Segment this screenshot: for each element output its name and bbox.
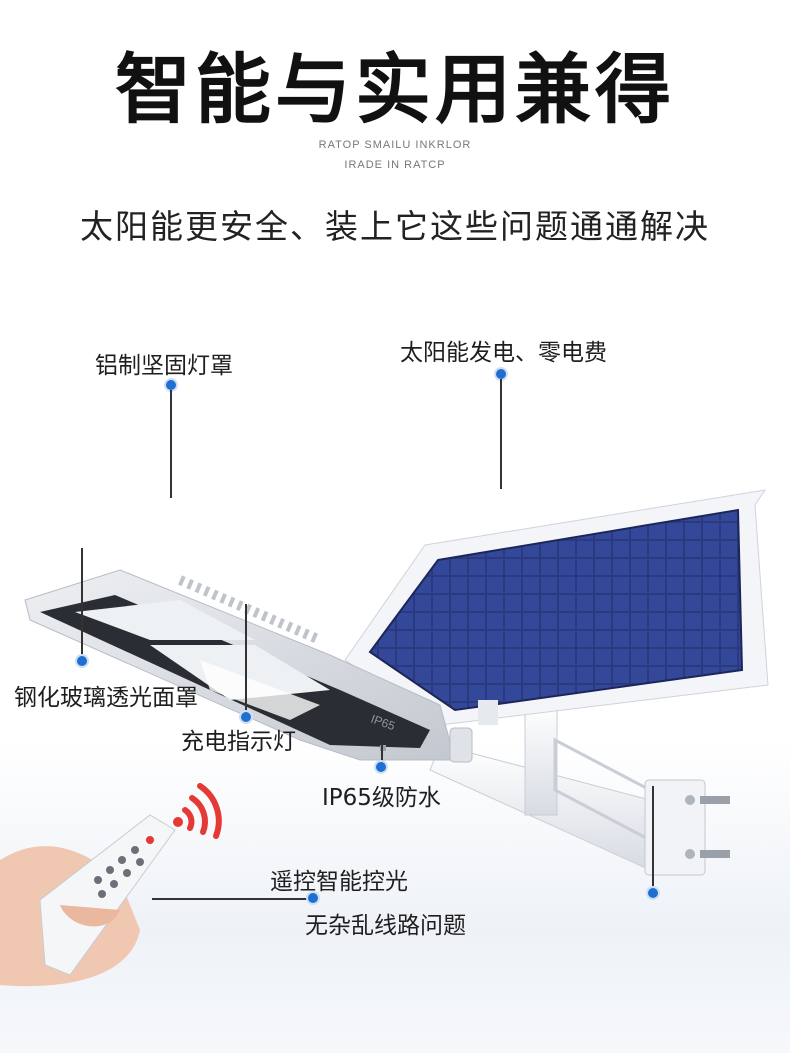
callout-line-waterproof — [381, 744, 383, 764]
callout-charge-indicator: 充电指示灯 — [181, 729, 296, 755]
callout-dot-indicator — [241, 712, 251, 722]
remote-buttons — [94, 836, 154, 898]
callout-line-bracket — [652, 786, 654, 890]
subtitle-en-line1: RATOP SMAILU INKRLOR — [318, 139, 472, 151]
solar-street-light-illustration: IP65 — [0, 489, 769, 987]
mounting-bracket — [429, 704, 730, 876]
callout-line-indicator — [245, 604, 247, 716]
callout-line-solar — [500, 379, 502, 489]
callout-waterproof: IP65级防水 — [322, 785, 441, 811]
page-title: 智能与实用兼得 — [115, 45, 675, 134]
lamp-head: IP65 — [24, 569, 473, 763]
callout-dot-remote — [308, 893, 318, 903]
tagline: 太阳能更安全、装上它这些问题通通解决 — [80, 207, 710, 246]
callout-remote-line2: 无杂乱线路问题 — [305, 913, 466, 939]
callout-line-glass — [81, 548, 83, 658]
callout-line-aluminum — [170, 390, 172, 498]
callout-line-remote — [152, 898, 312, 900]
callout-aluminum-shell: 铝制坚固灯罩 — [95, 353, 233, 379]
callout-dot-bracket — [648, 888, 658, 898]
subtitle-en-line2: IRADE IN RATCP — [344, 159, 446, 171]
solar-panel — [344, 489, 769, 726]
signal-waves-icon — [173, 783, 222, 839]
hand-with-remote — [0, 814, 176, 987]
callout-remote-line1: 遥控智能控光 — [270, 869, 408, 895]
callout-solar-power: 太阳能发电、零电费 — [400, 340, 607, 366]
callout-tempered-glass: 钢化玻璃透光面罩 — [14, 685, 198, 711]
callout-dot-aluminum — [166, 380, 176, 390]
callout-dot-waterproof — [376, 762, 386, 772]
callout-dot-glass — [77, 656, 87, 666]
callout-dot-solar — [496, 369, 506, 379]
